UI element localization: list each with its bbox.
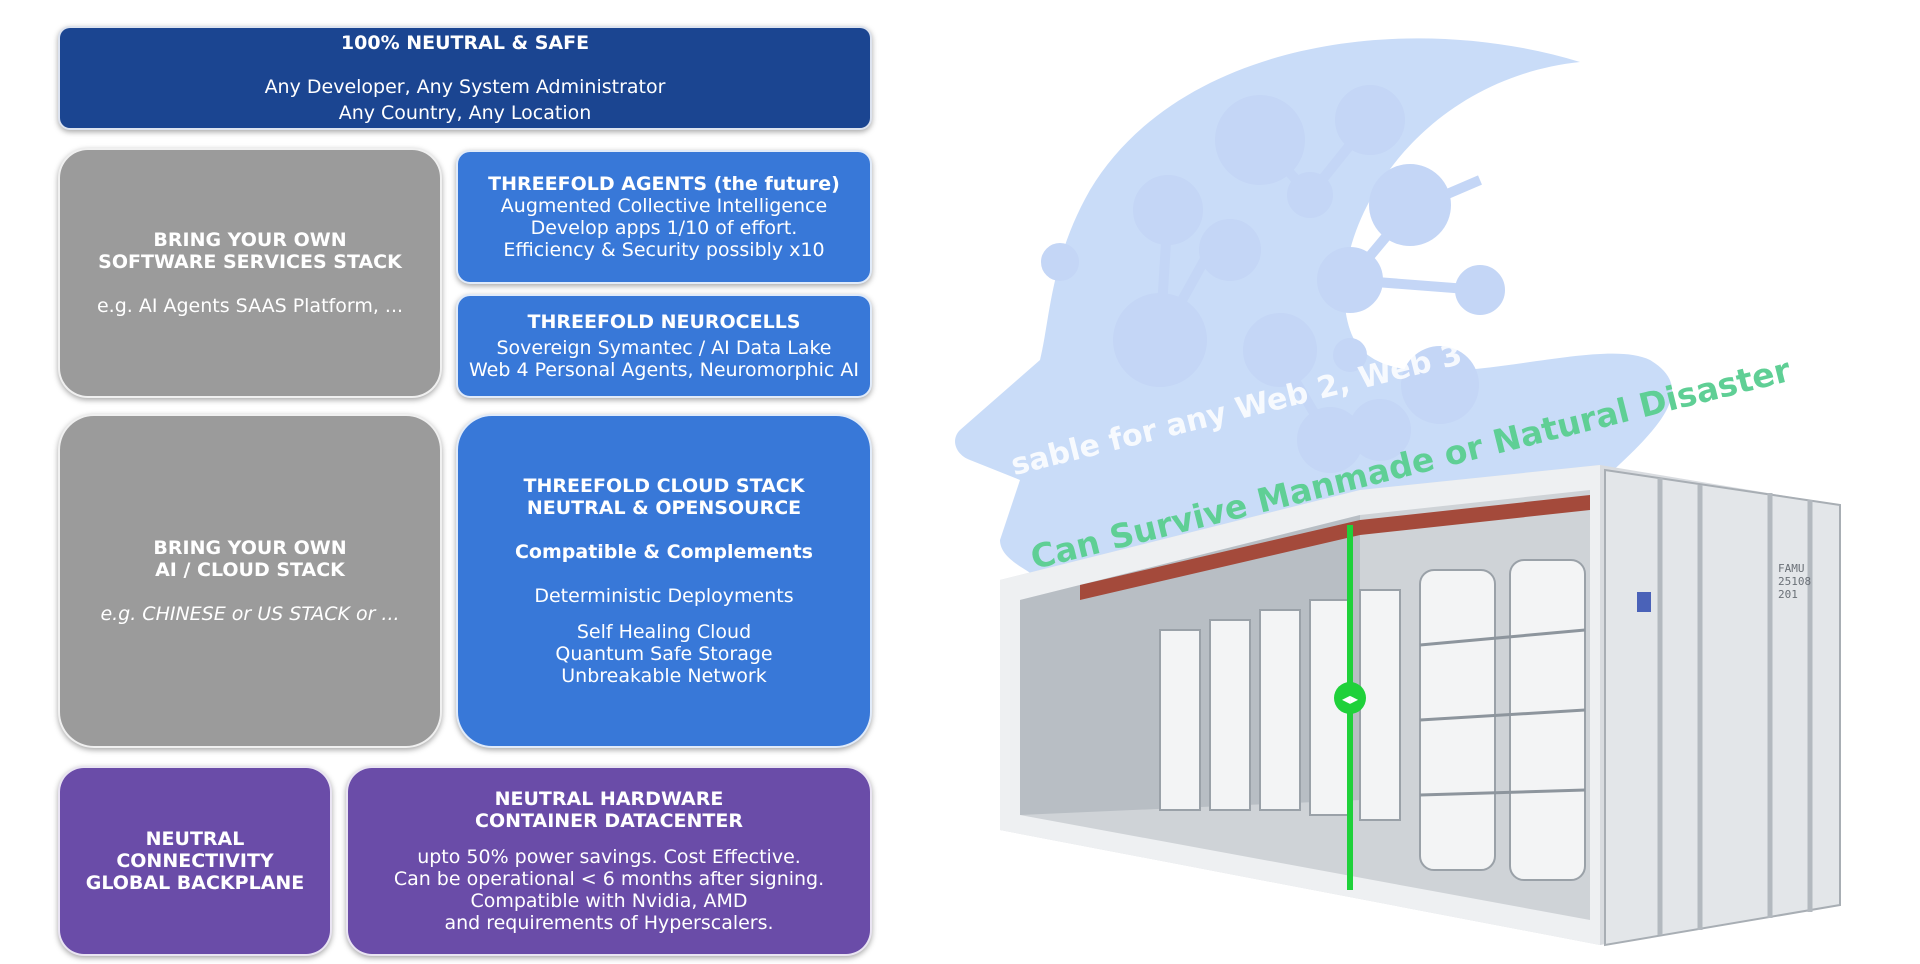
connectivity-line-3: GLOBAL BACKPLANE	[85, 872, 305, 894]
neurocells-line-1: Sovereign Symantec / AI Data Lake	[496, 337, 832, 359]
cloud-stack-title-2: NEUTRAL & OPENSOURCE	[526, 497, 802, 519]
hardware-title-1: NEUTRAL HARDWARE	[494, 788, 724, 810]
divider-handle	[1334, 682, 1366, 714]
byo-software-example: e.g. AI Agents SAAS Platform, ...	[96, 295, 404, 317]
connectivity-line-2: CONNECTIVITY	[116, 850, 274, 872]
neutral-safe-line-2: Any Country, Any Location	[338, 102, 592, 124]
threefold-agents-box: THREEFOLD AGENTS (the future) Augmented …	[456, 150, 872, 284]
container-label: FAMU 25108 201	[1778, 562, 1812, 601]
svg-text:◂▸: ◂▸	[1342, 689, 1358, 708]
cloud-stack-feature-2: Quantum Safe Storage	[555, 643, 773, 665]
hardware-line-3: Compatible with Nvidia, AMD	[470, 890, 748, 912]
threefold-cloud-stack-box: THREEFOLD CLOUD STACK NEUTRAL & OPENSOUR…	[456, 414, 872, 748]
byo-software-line-1: BRING YOUR OWN	[153, 229, 347, 251]
hardware-line-4: and requirements of Hyperscalers.	[444, 912, 774, 934]
illustration: ◂▸ sable for any Web 2, Web 3 or Web 4 w…	[940, 0, 1920, 959]
byo-cloud-line-2: AI / CLOUD STACK	[155, 559, 345, 581]
neutral-hardware-box: NEUTRAL HARDWARE CONTAINER DATACENTER up…	[346, 766, 872, 956]
cloud-stack-deterministic: Deterministic Deployments	[534, 585, 794, 607]
hardware-line-2: Can be operational < 6 months after sign…	[393, 868, 825, 890]
byo-cloud-example: e.g. CHINESE or US STACK or ...	[100, 603, 400, 625]
neutral-safe-box: 100% NEUTRAL & SAFE Any Developer, Any S…	[58, 26, 872, 130]
cloud-stack-subtitle: Compatible & Complements	[514, 541, 813, 563]
neutral-safe-line-1: Any Developer, Any System Administrator	[264, 76, 666, 98]
byo-cloud-line-1: BRING YOUR OWN	[153, 537, 347, 559]
neutral-safe-title: 100% NEUTRAL & SAFE	[340, 32, 590, 54]
agents-title: THREEFOLD AGENTS (the future)	[488, 173, 840, 195]
illustration-graphic: ◂▸	[955, 38, 1841, 947]
head-silhouette	[955, 38, 1673, 580]
threefold-neurocells-box: THREEFOLD NEUROCELLS Sovereign Symantec …	[456, 294, 872, 398]
cloud-stack-feature-1: Self Healing Cloud	[576, 621, 752, 643]
hardware-line-1: upto 50% power savings. Cost Effective.	[417, 846, 801, 868]
hardware-title-2: CONTAINER DATACENTER	[475, 810, 743, 832]
byo-cloud-box: BRING YOUR OWN AI / CLOUD STACK e.g. CHI…	[58, 414, 442, 748]
agents-line-1: Augmented Collective Intelligence	[500, 195, 828, 217]
neurocells-title: THREEFOLD NEUROCELLS	[527, 311, 801, 333]
agents-line-2: Develop apps 1/10 of effort.	[530, 217, 798, 239]
byo-software-line-2: SOFTWARE SERVICES STACK	[98, 251, 402, 273]
neurocells-line-2: Web 4 Personal Agents, Neuromorphic AI	[469, 359, 859, 381]
neutral-connectivity-box: NEUTRAL CONNECTIVITY GLOBAL BACKPLANE	[58, 766, 332, 956]
agents-line-3: Efficiency & Security possibly x10	[503, 239, 825, 261]
cloud-stack-feature-3: Unbreakable Network	[561, 665, 767, 687]
byo-software-box: BRING YOUR OWN SOFTWARE SERVICES STACK e…	[58, 148, 442, 398]
container-datacenter	[1000, 465, 1841, 947]
connectivity-line-1: NEUTRAL	[145, 828, 245, 850]
cloud-stack-title-1: THREEFOLD CLOUD STACK	[523, 475, 805, 497]
neural-network-nodes	[1041, 85, 1505, 473]
